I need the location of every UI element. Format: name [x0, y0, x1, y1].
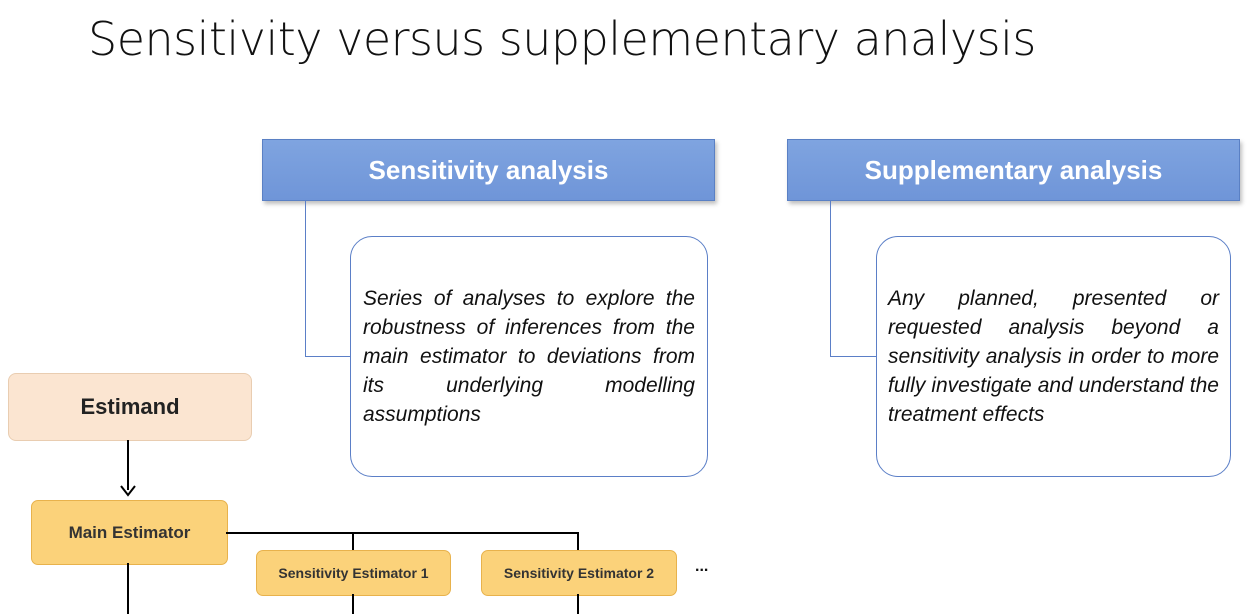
estimator-1-down-line: [352, 594, 354, 614]
sensitivity-connector: [305, 201, 351, 357]
slide-title: Sensitivity versus supplementary analysi…: [88, 12, 1036, 66]
estimand-box: Estimand: [8, 373, 252, 441]
more-estimators-ellipsis: ...: [695, 558, 709, 575]
branch-drop-2: [577, 532, 579, 551]
arrow-down-icon: [120, 485, 136, 497]
main-estimator-box: Main Estimator: [31, 500, 228, 565]
sensitivity-definition-text: Series of analyses to explore the robust…: [363, 287, 695, 426]
supplementary-analysis-header: Supplementary analysis: [787, 139, 1240, 201]
sensitivity-estimator-2-box: Sensitivity Estimator 2: [481, 550, 677, 596]
sensitivity-estimator-1-box: Sensitivity Estimator 1: [256, 550, 451, 596]
branch-line: [226, 532, 578, 534]
supplementary-definition-box: Any planned, presented or requested anal…: [876, 236, 1231, 477]
supplementary-connector: [830, 201, 877, 357]
estimator-2-down-line: [577, 594, 579, 614]
branch-drop-1: [352, 532, 354, 551]
sensitivity-analysis-header: Sensitivity analysis: [262, 139, 715, 201]
main-estimator-down-line: [127, 563, 129, 614]
supplementary-definition-text: Any planned, presented or requested anal…: [888, 287, 1219, 426]
estimand-arrow-line: [127, 440, 129, 490]
sensitivity-definition-box: Series of analyses to explore the robust…: [350, 236, 708, 477]
